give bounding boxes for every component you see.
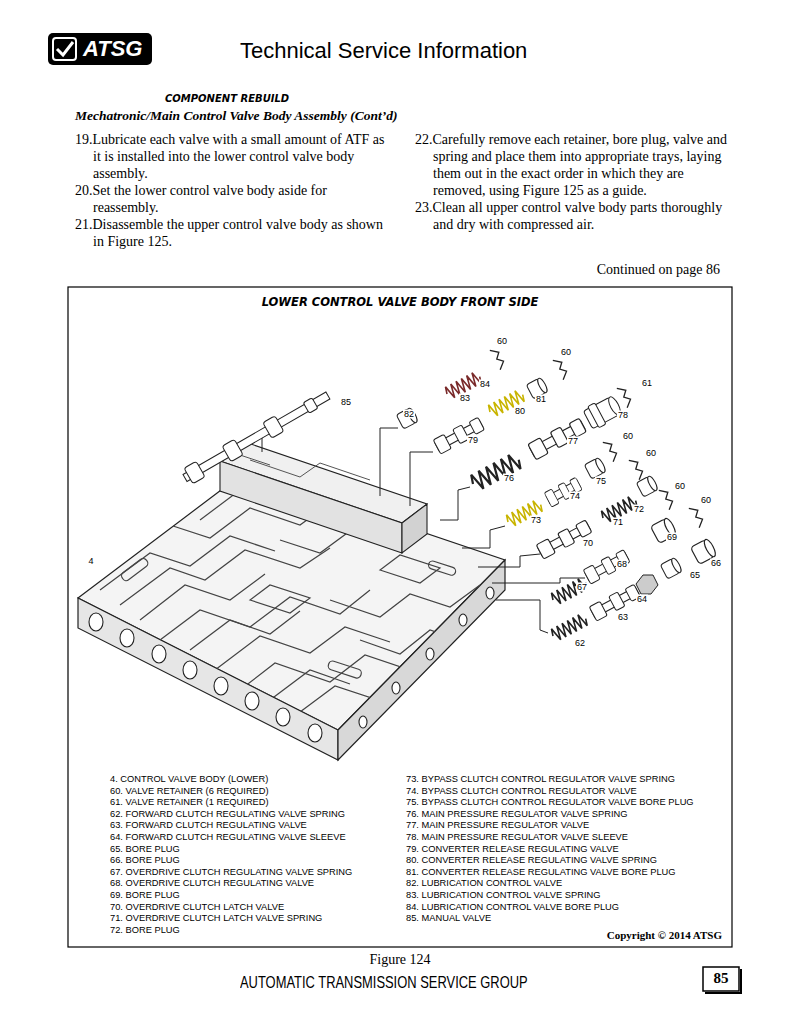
callout-number: 77 [567, 437, 579, 446]
callout-number: 83 [459, 394, 471, 403]
parts-list-item: 71. OVERDRIVE CLUTCH LATCH VALVE SPRING [110, 914, 322, 923]
parts-list-item: 60. VALVE RETAINER (6 REQUIRED) [110, 787, 269, 796]
callout-number: 66 [710, 559, 722, 568]
parts-list-item: 70. OVERDRIVE CLUTCH LATCH VALVE [110, 903, 284, 912]
parts-list-item: 85. MANUAL VALVE [406, 914, 491, 923]
parts-list-item: 67. OVERDRIVE CLUTCH REGULATING VALVE SP… [110, 868, 352, 877]
logo-text: ATSG [83, 36, 142, 61]
parts-list-item: 65. BORE PLUG [110, 845, 180, 854]
callout-number: 65 [689, 571, 701, 580]
callout-number: 79 [467, 436, 479, 445]
step-text: 22.Carefully remove each retainer, bore … [415, 131, 735, 199]
callout-number: 69 [666, 533, 678, 542]
callout-number: 76 [503, 474, 515, 483]
continued-note: Continued on page 86 [597, 262, 720, 278]
parts-list-item: 81. CONVERTER RELEASE REGULATING VALVE B… [406, 868, 676, 877]
figure-heading: LOWER CONTROL VALVE BODY FRONT SIDE [262, 296, 539, 309]
step-text: 21.Disassemble the upper control valve b… [75, 216, 393, 250]
callout-number: 68 [616, 560, 628, 569]
parts-list-item: 78. MAIN PRESSURE REGULATOR VALVE SLEEVE [406, 833, 628, 842]
callout-number: 85 [340, 398, 352, 407]
callout-number: 60 [622, 432, 634, 441]
callout-number: 81 [535, 395, 547, 404]
parts-list-item: 76. MAIN PRESSURE REGULATOR VALVE SPRING [406, 810, 627, 819]
callout-number: 60 [674, 482, 686, 491]
parts-list-item: 73. BYPASS CLUTCH CONTROL REGULATOR VALV… [406, 775, 675, 784]
callout-number: 75 [595, 477, 607, 486]
page-number: 85 [714, 970, 729, 987]
parts-list-item: 79. CONVERTER RELEASE REGULATING VALVE [406, 845, 619, 854]
parts-list-item: 74. BYPASS CLUTCH CONTROL REGULATOR VALV… [406, 787, 637, 796]
callout-number: 70 [582, 539, 594, 548]
section-subtitle: Mechatronic/Main Control Valve Body Asse… [75, 108, 397, 124]
parts-list-item: 84. LUBRICATION CONTROL VALVE BORE PLUG [406, 903, 619, 912]
parts-list-item: 82. LUBRICATION CONTROL VALVE [406, 879, 562, 888]
callout-number: 82 [403, 410, 415, 419]
parts-list-item: 62. FORWARD CLUTCH REGULATING VALVE SPRI… [110, 810, 345, 819]
section-tag: COMPONENT REBUILD [165, 93, 289, 105]
callout-number: 60 [496, 337, 508, 346]
callout-number: 60 [560, 348, 572, 357]
parts-list-item: 63. FORWARD CLUTCH REGULATING VALVE [110, 821, 307, 830]
parts-list-item: 77. MAIN PRESSURE REGULATOR VALVE [406, 821, 589, 830]
parts-list-item: 66. BORE PLUG [110, 856, 180, 865]
callout-number: 74 [569, 492, 581, 501]
callout-number: 61 [641, 379, 653, 388]
callout-number: 72 [633, 505, 645, 514]
callout-number: 62 [574, 639, 586, 648]
callout-number: 4 [87, 557, 94, 566]
copyright: Copyright © 2014 ATSG [607, 929, 722, 942]
parts-list-item: 75. BYPASS CLUTCH CONTROL REGULATOR VALV… [406, 798, 694, 807]
figure-caption: Figure 124 [369, 952, 430, 968]
callout-number: 67 [576, 583, 588, 592]
callout-number: 73 [530, 516, 542, 525]
callout-number: 80 [514, 407, 526, 416]
callout-number: 60 [700, 496, 712, 505]
callout-number: 64 [636, 595, 648, 604]
step-text: 23.Clean all upper control valve body pa… [415, 199, 735, 233]
callout-number: 60 [645, 449, 657, 458]
parts-list-item: 69. BORE PLUG [110, 891, 180, 900]
footer-text: AUTOMATIC TRANSMISSION SERVICE GROUP [240, 973, 528, 993]
callout-number: 71 [612, 518, 624, 527]
parts-list-item: 68. OVERDRIVE CLUTCH REGULATING VALVE [110, 879, 314, 888]
parts-list-item: 80. CONVERTER RELEASE REGULATING VALVE S… [406, 856, 657, 865]
callout-number: 78 [617, 411, 629, 420]
parts-list-item: 64. FORWARD CLUTCH REGULATING VALVE SLEE… [110, 833, 346, 842]
parts-list-item: 72. BORE PLUG [110, 926, 180, 935]
step-text: 19.Lubricate each valve with a small amo… [75, 131, 393, 182]
parts-list-item: 61. VALVE RETAINER (1 REQUIRED) [110, 798, 269, 807]
page-title: Technical Service Information [240, 38, 527, 63]
parts-list-item: 4. CONTROL VALVE BODY (LOWER) [110, 775, 268, 784]
step-text: 20.Set the lower control valve body asid… [75, 182, 393, 216]
parts-list-item: 83. LUBRICATION CONTROL VALVE SPRING [406, 891, 600, 900]
callout-number: 63 [617, 613, 629, 622]
callout-number: 84 [479, 380, 491, 389]
